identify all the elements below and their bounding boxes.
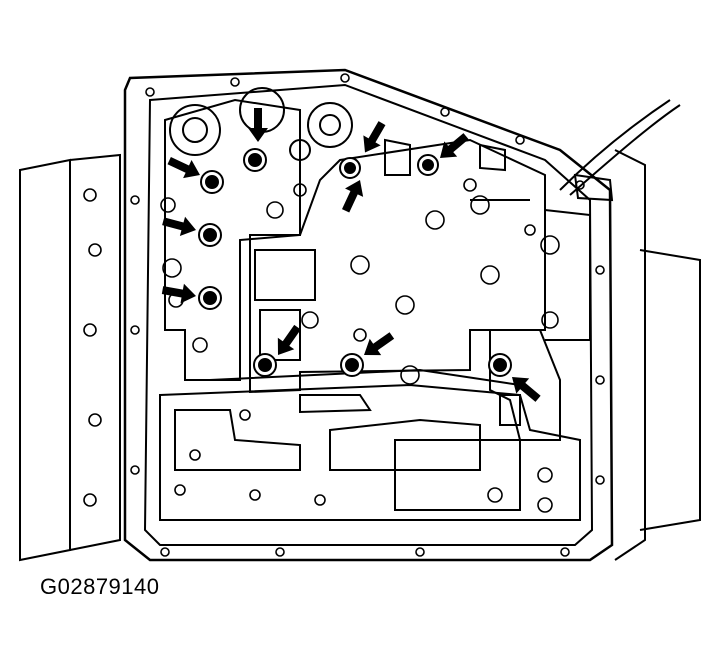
bolt-heads [198, 148, 512, 377]
arrow-icon [248, 108, 268, 142]
arrow-icon [433, 128, 473, 166]
figure-id: G02879140 [40, 574, 160, 599]
valve-body-holes [160, 178, 560, 513]
bolt [253, 353, 277, 377]
arrow-icon [336, 175, 370, 216]
valve-body-diagram [19, 68, 701, 562]
bolt [488, 353, 512, 377]
arrow-icon [160, 211, 199, 240]
bolt [200, 170, 224, 194]
bolt [243, 148, 267, 172]
case-bolts [83, 73, 605, 557]
transmission-case [19, 68, 701, 562]
arrow-icon [160, 280, 198, 306]
bolt [198, 286, 222, 310]
bolt [339, 157, 361, 179]
arrow-icon [164, 151, 205, 185]
arrow-icon [505, 369, 545, 407]
arrow-icon [358, 327, 398, 364]
bolt [340, 353, 364, 377]
bolt [417, 154, 439, 176]
bolt [198, 223, 222, 247]
valve-body [159, 87, 681, 521]
